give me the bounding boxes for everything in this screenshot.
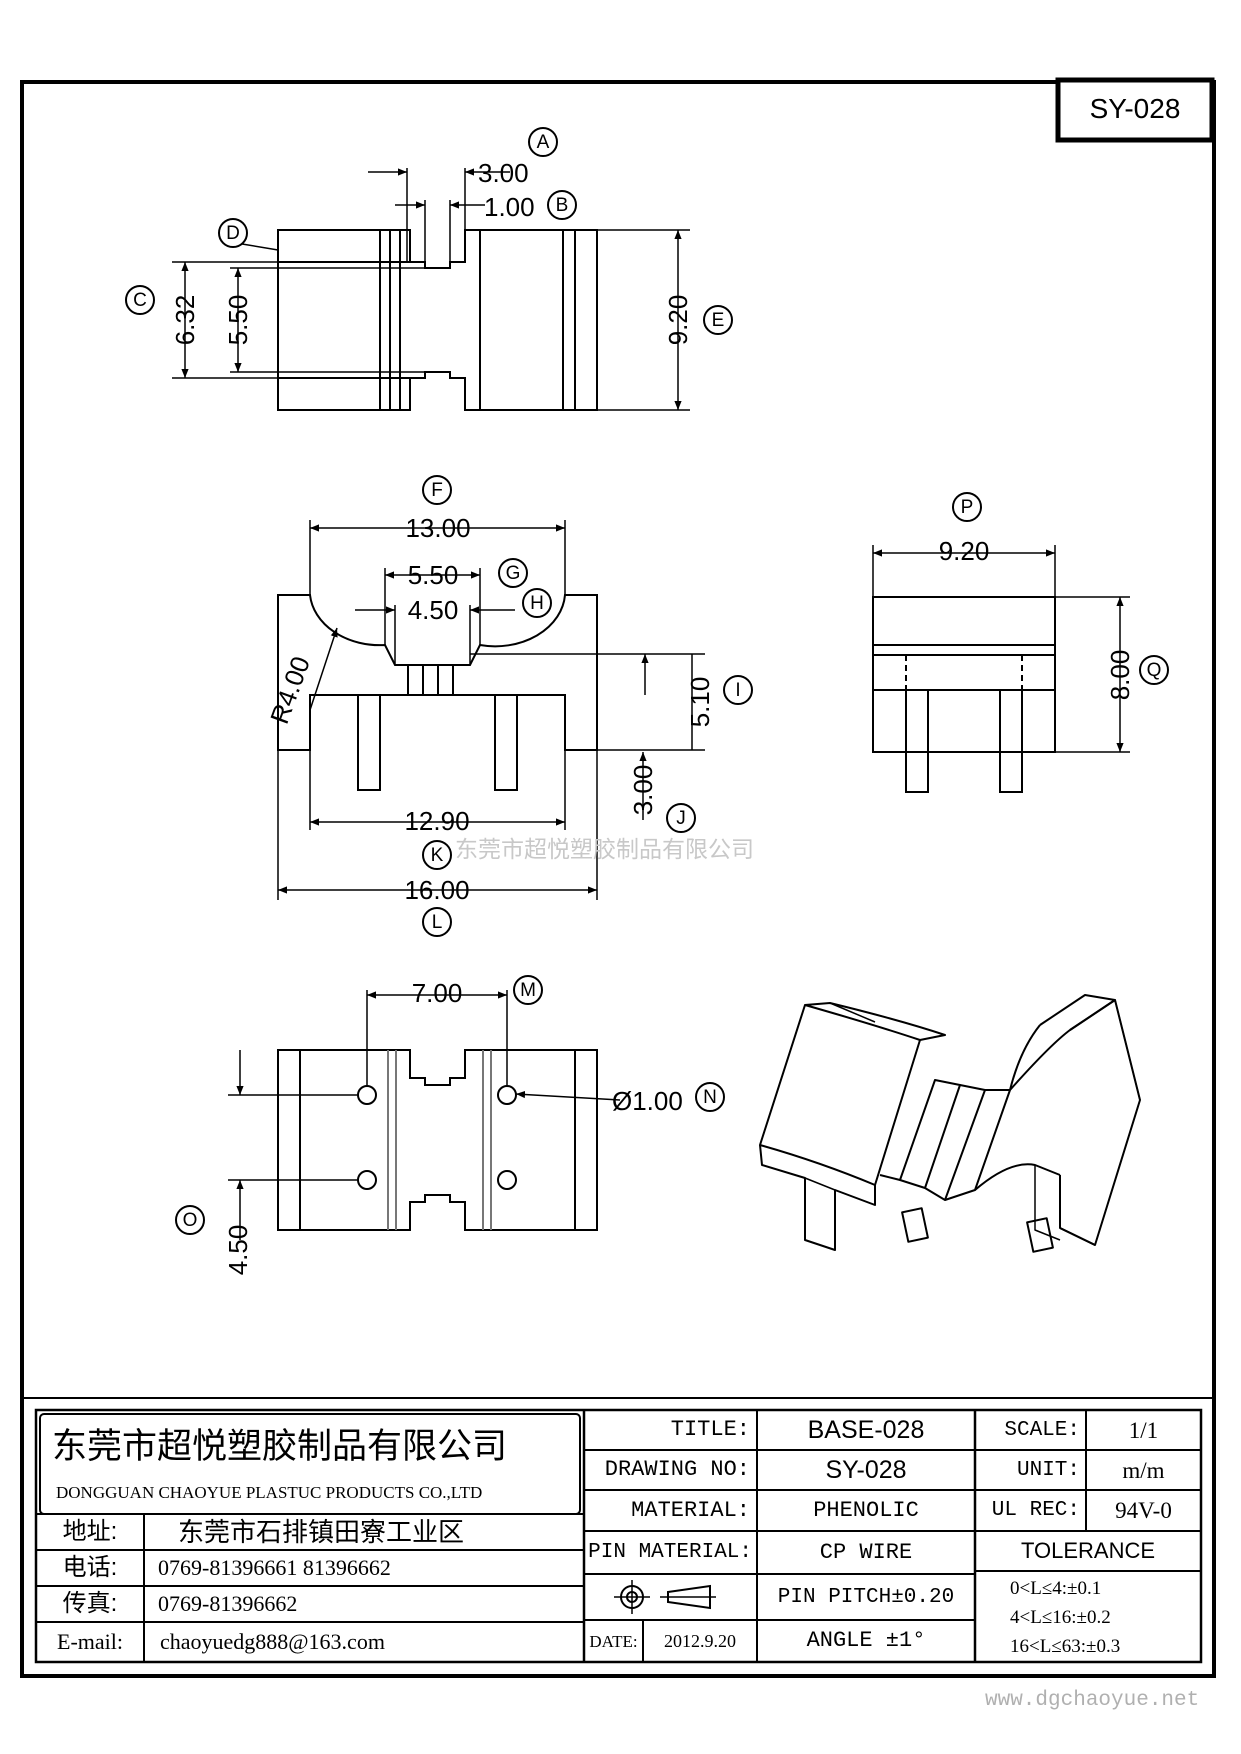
unit-label: UNIT:	[1016, 1458, 1080, 1482]
dim-front-pin-length: 3.00	[628, 764, 658, 816]
callout-c: C	[125, 285, 155, 315]
tolerance-range-2: 4<L≤16:±0.2	[1010, 1606, 1111, 1628]
callout-i: I	[723, 675, 753, 705]
dim-front-total-width: 16.00	[404, 875, 470, 905]
callout-n: N	[695, 1082, 725, 1112]
front-view	[277, 520, 705, 900]
watermark-text: 东莞市超悦塑胶制品有限公司	[455, 836, 754, 862]
callout-q: Q	[1139, 655, 1169, 685]
phone-value: 0769-81396661 81396662	[158, 1555, 391, 1580]
drawing-no-label: DRAWING NO:	[604, 1457, 750, 1482]
material-value: PHENOLIC	[813, 1497, 919, 1523]
date-label: DATE:	[589, 1631, 638, 1651]
company-name-en: DONGGUAN CHAOYUE PLASTUC PRODUCTS CO.,LT…	[56, 1482, 483, 1502]
dim-top-inner-height: 5.50	[223, 294, 253, 346]
scale-value: 1/1	[1128, 1417, 1159, 1443]
fax-label: 传真:	[62, 1590, 118, 1617]
callout-l: L	[422, 907, 452, 937]
unit-value: m/m	[1122, 1457, 1165, 1483]
tolerance-label: TOLERANCE	[1020, 1538, 1156, 1563]
ul-rec-label: UL REC:	[991, 1499, 1080, 1522]
callout-d: D	[218, 218, 248, 248]
side-view	[872, 545, 1130, 793]
callout-p: P	[952, 492, 982, 522]
dim-front-center-height: 5.10	[685, 676, 715, 728]
phone-label: 电话:	[62, 1554, 118, 1581]
title-value: BASE-028	[807, 1415, 925, 1444]
scale-label: SCALE:	[1004, 1418, 1080, 1442]
website-url: www.dgchaoyue.net	[985, 1689, 1200, 1712]
dim-side-height: 8.00	[1105, 649, 1135, 701]
tolerance-range-3: 16<L≤63:±0.3	[1010, 1635, 1121, 1657]
material-label: MATERIAL:	[631, 1497, 750, 1523]
dim-top-total-height: 9.20	[663, 294, 693, 346]
ul-rec-value: 94V-0	[1115, 1498, 1172, 1523]
pin-material-value: CP WIRE	[819, 1539, 913, 1565]
callout-f: F	[422, 475, 452, 505]
callout-h: H	[522, 588, 552, 618]
dim-top-outer-height: 6.32	[170, 294, 200, 346]
callout-o: O	[175, 1205, 205, 1235]
bottom-view	[228, 990, 621, 1240]
pin-material-label: PIN MATERIAL:	[588, 1541, 752, 1564]
company-name-cn: 东莞市超悦塑胶制品有限公司	[52, 1426, 508, 1466]
dim-bottom-row-pitch: 4.50	[223, 1224, 253, 1276]
callout-g: G	[498, 558, 528, 588]
dim-front-slot-outer: 5.50	[407, 560, 459, 590]
angle-tolerance: ANGLE ±1°	[806, 1628, 926, 1653]
dim-front-arc-width: 13.00	[405, 513, 471, 543]
dim-top-slot: 1.00	[484, 192, 535, 222]
tolerance-range-1: 0<L≤4:±0.1	[1010, 1577, 1102, 1599]
drawing-frame	[20, 80, 1216, 1678]
dim-bottom-hole-dia: Ø1.00	[612, 1086, 683, 1116]
callout-b: B	[547, 190, 577, 220]
callout-m: M	[513, 975, 543, 1005]
pin-pitch: PIN PITCH±0.20	[777, 1585, 955, 1609]
callout-k: K	[422, 840, 452, 870]
address-value: 东莞市石排镇田寮工业区	[178, 1517, 465, 1547]
dim-side-width: 9.20	[938, 536, 990, 566]
callout-e: E	[703, 305, 733, 335]
email-label: E-mail:	[57, 1629, 123, 1654]
callout-a: A	[528, 127, 558, 157]
dim-top-pin-gap: 3.00	[478, 158, 529, 188]
dim-bottom-pin-pitch: 7.00	[411, 978, 463, 1008]
part-code-box	[1055, 77, 1215, 143]
callout-j: J	[666, 803, 696, 833]
email-value: chaoyuedg888@163.com	[160, 1629, 385, 1654]
dim-front-slot-inner: 4.50	[407, 595, 459, 625]
drawing-no-value: SY-028	[825, 1455, 907, 1484]
dim-front-pin-span: 12.90	[404, 806, 470, 836]
address-label: 地址:	[62, 1518, 118, 1545]
top-view	[172, 168, 690, 411]
part-code: SY-028	[1089, 93, 1181, 124]
date-value: 2012.9.20	[664, 1631, 736, 1651]
isometric-view	[759, 994, 1141, 1253]
title-label: TITLE:	[670, 1417, 750, 1442]
fax-value: 0769-81396662	[158, 1591, 298, 1616]
title-block	[20, 1397, 1216, 1664]
